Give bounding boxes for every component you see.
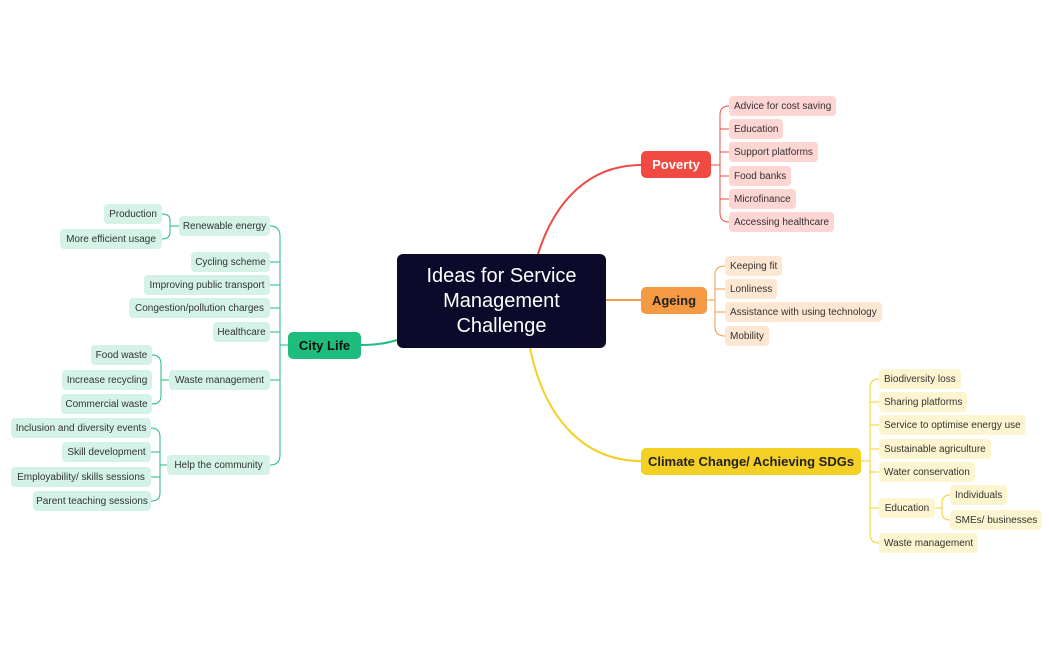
ageing-item[interactable]: Keeping fit [725, 256, 783, 276]
central-topic[interactable]: Ideas for Service Management Challenge [397, 254, 606, 348]
city-item[interactable]: Cycling scheme [191, 252, 270, 272]
waste-subitem[interactable]: Food waste [91, 345, 152, 365]
climate-item[interactable]: Waste management [879, 533, 979, 553]
community-subitem[interactable]: Parent teaching sessions [33, 491, 151, 511]
waste-subitem[interactable]: Increase recycling [62, 370, 152, 390]
climate-item[interactable]: Service to optimise energy use [879, 415, 1026, 435]
poverty-item[interactable]: Accessing healthcare [729, 212, 835, 232]
education-subitem[interactable]: SMEs/ businesses [950, 510, 1043, 530]
branch-city-life[interactable]: City Life [288, 332, 361, 359]
poverty-item[interactable]: Food banks [729, 166, 792, 186]
climate-item-education[interactable]: Education [879, 498, 935, 518]
city-item-waste-management[interactable]: Waste management [169, 370, 270, 390]
poverty-item[interactable]: Microfinance [729, 189, 796, 209]
poverty-item[interactable]: Support platforms [729, 142, 818, 162]
ageing-item[interactable]: Assistance with using technology [725, 302, 882, 322]
ageing-item[interactable]: Mobility [725, 326, 769, 346]
city-item[interactable]: Congestion/pollution charges [129, 298, 270, 318]
waste-subitem[interactable]: Commercial waste [61, 394, 152, 414]
renewable-subitem[interactable]: More efficient usage [60, 229, 162, 249]
climate-item[interactable]: Biodiversity loss [879, 369, 961, 389]
city-item[interactable]: Improving public transport [144, 275, 270, 295]
poverty-item[interactable]: Education [729, 119, 784, 139]
climate-item[interactable]: Sharing platforms [879, 392, 968, 412]
branch-climate[interactable]: Climate Change/ Achieving SDGs [641, 448, 861, 475]
renewable-subitem[interactable]: Production [104, 204, 162, 224]
climate-item[interactable]: Sustainable agriculture [879, 439, 991, 459]
ageing-item[interactable]: Lonliness [725, 279, 778, 299]
education-subitem[interactable]: Individuals [950, 485, 1008, 505]
city-item-renewable-energy[interactable]: Renewable energy [179, 216, 270, 236]
community-subitem[interactable]: Employability/ skills sessions [11, 467, 151, 487]
climate-item[interactable]: Water conservation [879, 462, 975, 482]
poverty-item[interactable]: Advice for cost saving [729, 96, 837, 116]
city-item[interactable]: Healthcare [213, 322, 270, 342]
branch-ageing[interactable]: Ageing [641, 287, 707, 314]
city-item-help-community[interactable]: Help the community [167, 455, 270, 475]
community-subitem[interactable]: Inclusion and diversity events [11, 418, 151, 438]
community-subitem[interactable]: Skill development [62, 442, 151, 462]
branch-poverty[interactable]: Poverty [641, 151, 711, 178]
